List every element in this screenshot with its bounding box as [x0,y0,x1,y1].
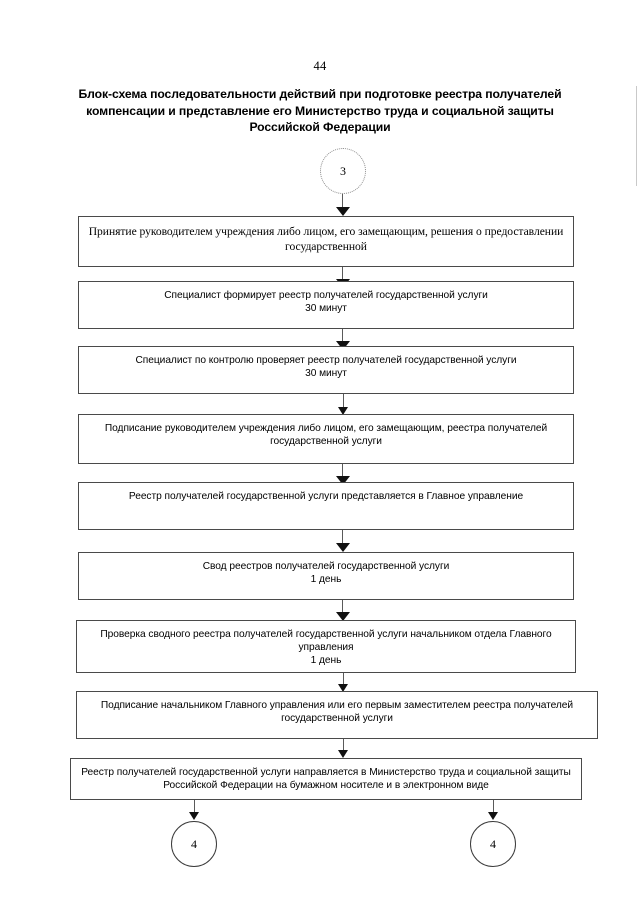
page-title-line-3: Российской Федерации [249,120,391,134]
flow-step-6-duration: 1 день [310,574,342,586]
page-title-line-2: компенсации и представление его Министер… [86,103,554,118]
arrow-entry-to-step-1 [336,194,350,216]
page-number: 44 [313,59,327,73]
connector-circle-entry: 3 [320,148,366,194]
flow-step-3: Специалист по контролю проверяет реестр … [78,346,574,394]
page-title-line-1: Блок-схема последовательности действий п… [78,87,562,101]
flow-step-3-text: Специалист по контролю проверяет реестр … [130,354,523,380]
flow-step-3-duration: 30 минут [305,368,347,380]
page-title: Блок-схема последовательности действий п… [70,86,570,136]
connector-circle-exit-right: 4 [470,821,516,867]
arrow-step-4-to-step-5 [336,464,350,486]
flow-step-4: Подписание руководителем учреждения либо… [78,414,574,464]
flow-step-8-text: Подписание начальником Главного управлен… [100,700,574,725]
flow-step-7-text: Проверка сводного реестра получателей го… [77,628,575,668]
flow-step-6: Свод реестров получателей государственно… [78,552,574,600]
arrow-step-9-to-exit-right [487,800,501,822]
arrow-step-2-to-step-3 [336,329,350,351]
flow-step-1-text: Принятие руководителем учреждения либо л… [88,225,564,253]
flow-step-7-duration: 1 день [310,655,342,667]
flow-step-6-text: Свод реестров получателей государственно… [197,560,456,586]
arrow-step-7-to-step-8 [337,673,351,695]
flow-step-6-label: Свод реестров получателей государственно… [202,561,450,572]
arrow-step-9-to-exit-left [188,800,202,822]
arrow-step-8-to-step-9 [337,739,351,761]
arrow-step-6-to-step-7 [336,600,350,622]
connector-circle-exit-left: 4 [171,821,217,867]
connector-circle-exit-right-label: 4 [490,836,496,851]
connector-circle-exit-left-label: 4 [191,836,197,851]
flow-step-9-text: Реестр получателей государственной услуг… [81,767,571,792]
arrow-step-5-to-step-6 [336,530,350,554]
flow-step-2-duration: 30 минут [305,303,347,315]
flow-step-4-text: Подписание руководителем учреждения либо… [104,423,548,448]
flow-step-1: Принятие руководителем учреждения либо л… [78,216,574,267]
flow-step-9: Реестр получателей государственной услуг… [70,758,582,800]
scan-edge-artifact [636,86,637,186]
flow-step-2: Специалист формирует реестр получателей … [78,281,574,329]
flow-step-5: Реестр получателей государственной услуг… [78,482,574,530]
flow-step-7: Проверка сводного реестра получателей го… [76,620,576,673]
flow-step-8: Подписание начальником Главного управлен… [76,691,598,739]
flow-step-7-label: Проверка сводного реестра получателей го… [100,629,552,654]
arrow-step-3-to-step-4 [337,394,351,418]
flow-step-5-text: Реестр получателей государственной услуг… [128,491,524,502]
connector-circle-entry-label: 3 [340,163,346,178]
flow-step-3-label: Специалист по контролю проверяет реестр … [135,355,517,366]
flow-step-2-text: Специалист формирует реестр получателей … [158,289,494,315]
flow-step-2-label: Специалист формирует реестр получателей … [164,290,488,301]
